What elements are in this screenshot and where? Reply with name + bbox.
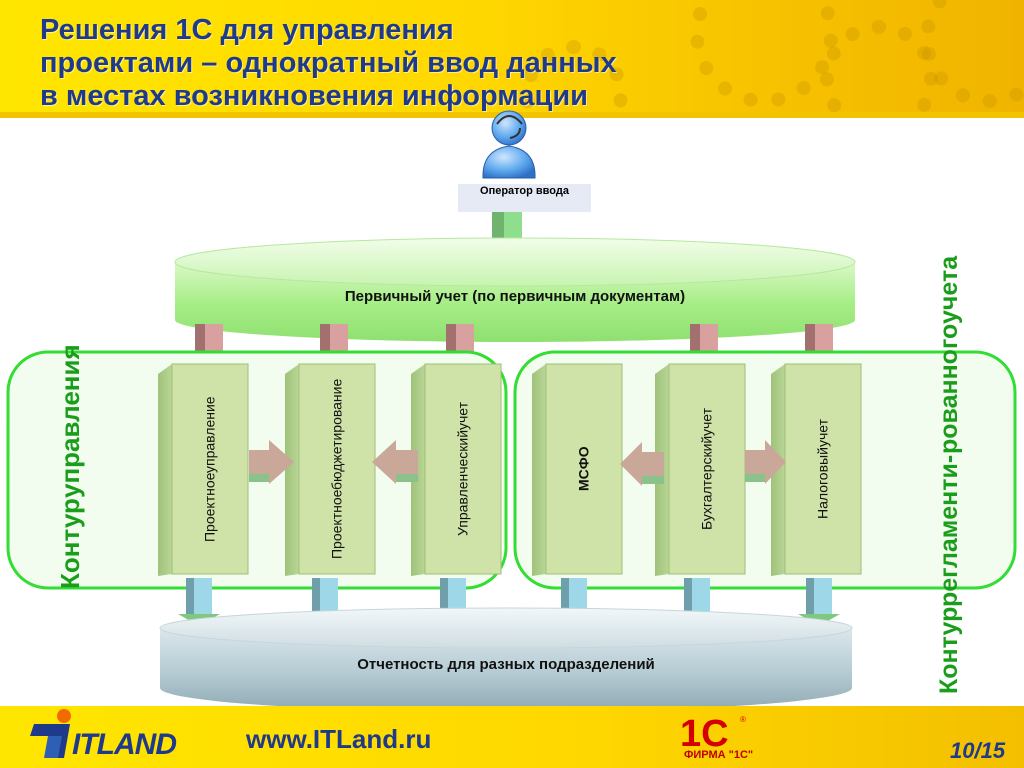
regulated-contour-label: Контур регламенти- рованного учета — [884, 256, 1014, 694]
primary-accounting-cylinder — [174, 237, 856, 342]
operator-icon — [482, 110, 536, 179]
column-label-line: управление — [201, 396, 218, 473]
title-line-1: Решения 1С для управления — [40, 14, 454, 46]
column-label-line: бюджетирование — [328, 378, 345, 490]
website-link[interactable]: www.ITLand.ru — [246, 724, 432, 754]
column-ifrs: МСФО — [546, 364, 622, 574]
management-contour-label-line-1: Контур — [55, 498, 85, 590]
column-label-line: учет — [814, 419, 831, 448]
regulated-contour-label-line-1: Контур — [935, 606, 963, 694]
primary-accounting-label: Первичный учет (по первичным документам) — [344, 288, 686, 305]
regulated-contour-label-line-2: регламенти- — [935, 454, 963, 607]
side-arrows — [249, 440, 786, 486]
column-boxes — [158, 363, 862, 576]
management-contour-label-line-2: управления — [55, 344, 85, 499]
footer-band — [0, 706, 1024, 768]
column-label-line: Налоговый — [814, 447, 831, 519]
reporting-cylinder — [159, 607, 853, 712]
svg-text:®: ® — [740, 715, 746, 724]
regulated-contour-label-line-3: рованного — [935, 324, 963, 455]
column-label-line: Проектное — [328, 489, 345, 560]
column-label-line: Бухгалтерский — [698, 435, 715, 531]
reporting-label: Отчетность для разных подразделений — [357, 656, 655, 673]
itland-logo — [30, 709, 71, 758]
column-label-line: учет — [454, 401, 471, 430]
column-management-accounting: Управленческий учет — [425, 364, 501, 574]
column-label-line: учет — [698, 407, 715, 436]
column-label-line: Управленческий — [454, 429, 471, 537]
column-tax-accounting: Налоговый учет — [785, 364, 861, 574]
itland-logo-text: ITLAND — [72, 728, 177, 761]
title-line-3: в местах возникновения информации — [40, 80, 588, 112]
firm-1c-logo-text: ФИРМА "1С" — [684, 749, 754, 761]
column-bookkeeping: Бухгалтерский учет — [669, 364, 745, 574]
page-number: 10/15 — [950, 738, 1006, 763]
column-label-line: МСФО — [575, 446, 592, 492]
regulated-contour-label-line-4: учета — [935, 256, 963, 325]
management-contour-label: Контур управления — [30, 345, 110, 589]
page-title: Решения 1С для управления проектами – од… — [40, 14, 617, 113]
column-label-line: Проектное — [201, 472, 218, 542]
firm-logo-mark: 1С — [680, 713, 729, 750]
column-project-budgeting: Проектное бюджетирование — [299, 364, 375, 574]
firm-1c-logo: 1С ® — [680, 713, 746, 750]
column-project-management: Проектное управление — [172, 364, 248, 574]
title-line-2: проектами – однократный ввод данных — [40, 47, 617, 79]
operator-label: Оператор ввода — [458, 184, 591, 212]
